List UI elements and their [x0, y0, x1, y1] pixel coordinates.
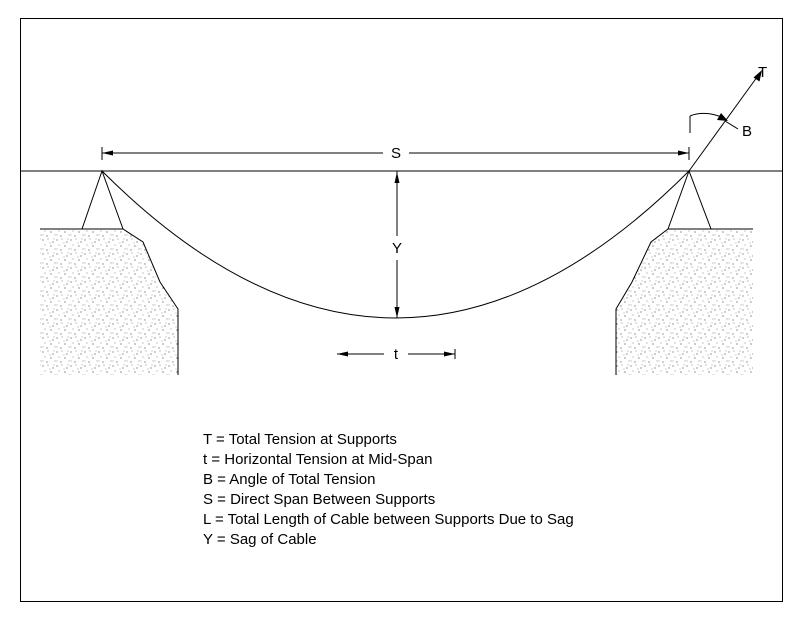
horizontal-tension-dimension	[337, 349, 456, 359]
left-support	[81, 169, 124, 230]
legend-item: T = Total Tension at Supports	[203, 431, 397, 448]
legend-item: B = Angle of Total Tension	[203, 471, 376, 488]
legend-item: L = Total Length of Cable between Suppor…	[203, 511, 574, 528]
tension-arrowhead	[753, 70, 762, 82]
cable-curve	[101, 170, 690, 319]
span-label: S	[391, 145, 401, 162]
legend-item: S = Direct Span Between Supports	[203, 491, 435, 508]
diagram-frame	[20, 18, 783, 602]
left-ground	[40, 228, 179, 375]
sag-dimension	[387, 171, 407, 318]
sag-label: Y	[392, 240, 402, 257]
horizontal-tension-label: t	[394, 346, 399, 363]
right-support	[667, 169, 712, 230]
tension-line	[688, 72, 761, 172]
legend-item: t = Horizontal Tension at Mid-Span	[203, 451, 432, 468]
legend-item: Y = Sag of Cable	[203, 531, 317, 548]
legend: T = Total Tension at Supports t = Horizo…	[203, 431, 574, 548]
span-dimension	[101, 143, 690, 163]
angle-indicator	[689, 112, 739, 133]
right-ground	[615, 228, 753, 375]
angle-label: B	[742, 123, 752, 140]
tension-total-label: T	[758, 64, 767, 81]
